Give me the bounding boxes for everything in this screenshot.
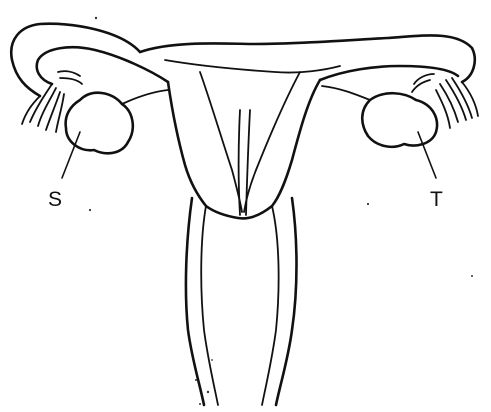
uterine-cavity-top bbox=[165, 60, 340, 73]
left-ovarian-ligament bbox=[122, 90, 168, 104]
label-s: S bbox=[48, 188, 62, 211]
vagina-right-wall bbox=[276, 198, 297, 405]
scan-specks bbox=[89, 17, 473, 405]
left-fallopian-tube-lower bbox=[37, 47, 168, 84]
cervical-canal-left bbox=[239, 110, 241, 215]
vagina-inner-left bbox=[201, 206, 218, 405]
left-uterine-wall-outer bbox=[168, 82, 206, 206]
right-ovarian-ligament bbox=[322, 86, 370, 100]
cervical-canal-right bbox=[246, 110, 250, 215]
right-fallopian-tube-lower bbox=[320, 66, 458, 80]
uterine-cavity-right-wall bbox=[244, 72, 300, 212]
label-t: T bbox=[430, 188, 443, 211]
uterine-cavity-left-wall bbox=[200, 72, 242, 212]
vagina-inner-right bbox=[262, 206, 279, 405]
left-fallopian-tube-upper bbox=[11, 24, 140, 96]
right-ovary bbox=[362, 93, 437, 147]
right-uterine-wall-outer bbox=[272, 80, 320, 206]
